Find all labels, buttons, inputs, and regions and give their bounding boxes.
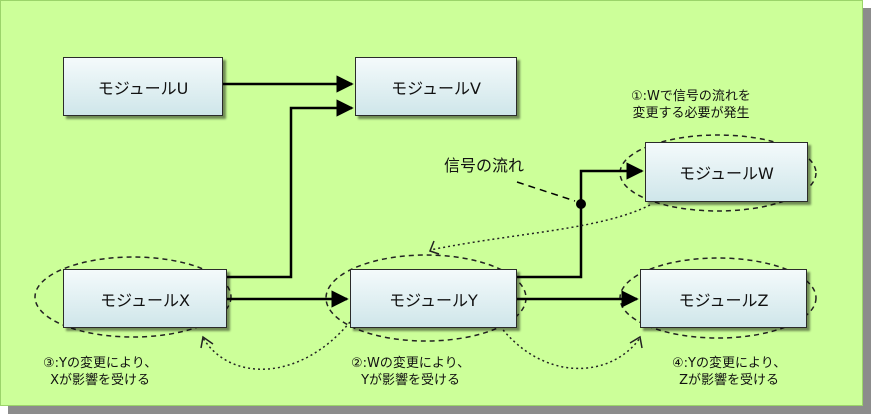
- wire-y-to-w: [517, 162, 644, 279]
- signal-flow-pointer: [516, 181, 576, 202]
- module-u: モジュールU: [63, 57, 223, 116]
- note-w: ①:Wで信号の流れを 変更する必要が発生: [631, 88, 751, 122]
- module-w: モジュールW: [645, 142, 808, 202]
- arrowhead-y-to-z: [629, 335, 643, 349]
- signal-flow-label: 信号の流れ: [444, 156, 525, 175]
- module-v: モジュールV: [355, 57, 517, 116]
- note-z: ④:Yの変更により、 Zが影響を受ける: [672, 355, 786, 389]
- note-x-line-2: Xが影響を受ける: [50, 373, 151, 388]
- signal-junction-dot: [576, 199, 586, 209]
- influence-arrow-y-to-x: [202, 321, 351, 370]
- note-w-line-1: ①:Wで信号の流れを: [631, 89, 751, 104]
- note-y-line-2: Yが影響を受ける: [361, 373, 461, 388]
- note-x: ③:Yの変更により、 Xが影響を受ける: [43, 355, 157, 389]
- note-x-line-1: ③:Yの変更により、: [43, 356, 158, 371]
- note-w-line-2: 変更する必要が発生: [632, 106, 750, 121]
- wire-x-to-v: [227, 99, 354, 279]
- note-z-line-2: Zが影響を受ける: [679, 373, 780, 388]
- influence-ellipse-w: [619, 134, 817, 212]
- note-y: ②:Wの変更により、 Yが影響を受ける: [351, 355, 470, 389]
- arrowhead-w-to-y: [429, 240, 440, 255]
- arrowhead-y-to-x: [200, 335, 214, 349]
- note-y-line-1: ②:Wの変更により、: [351, 356, 471, 371]
- note-z-line-1: ④:Yの変更により、: [672, 356, 787, 371]
- module-x: モジュールX: [63, 269, 227, 328]
- influence-arrow-w-to-y: [429, 204, 651, 251]
- module-z: モジュールZ: [640, 269, 807, 328]
- module-y: モジュールY: [350, 269, 517, 328]
- influence-ellipse-x: [34, 256, 232, 338]
- influence-arrow-y-to-z: [496, 321, 641, 369]
